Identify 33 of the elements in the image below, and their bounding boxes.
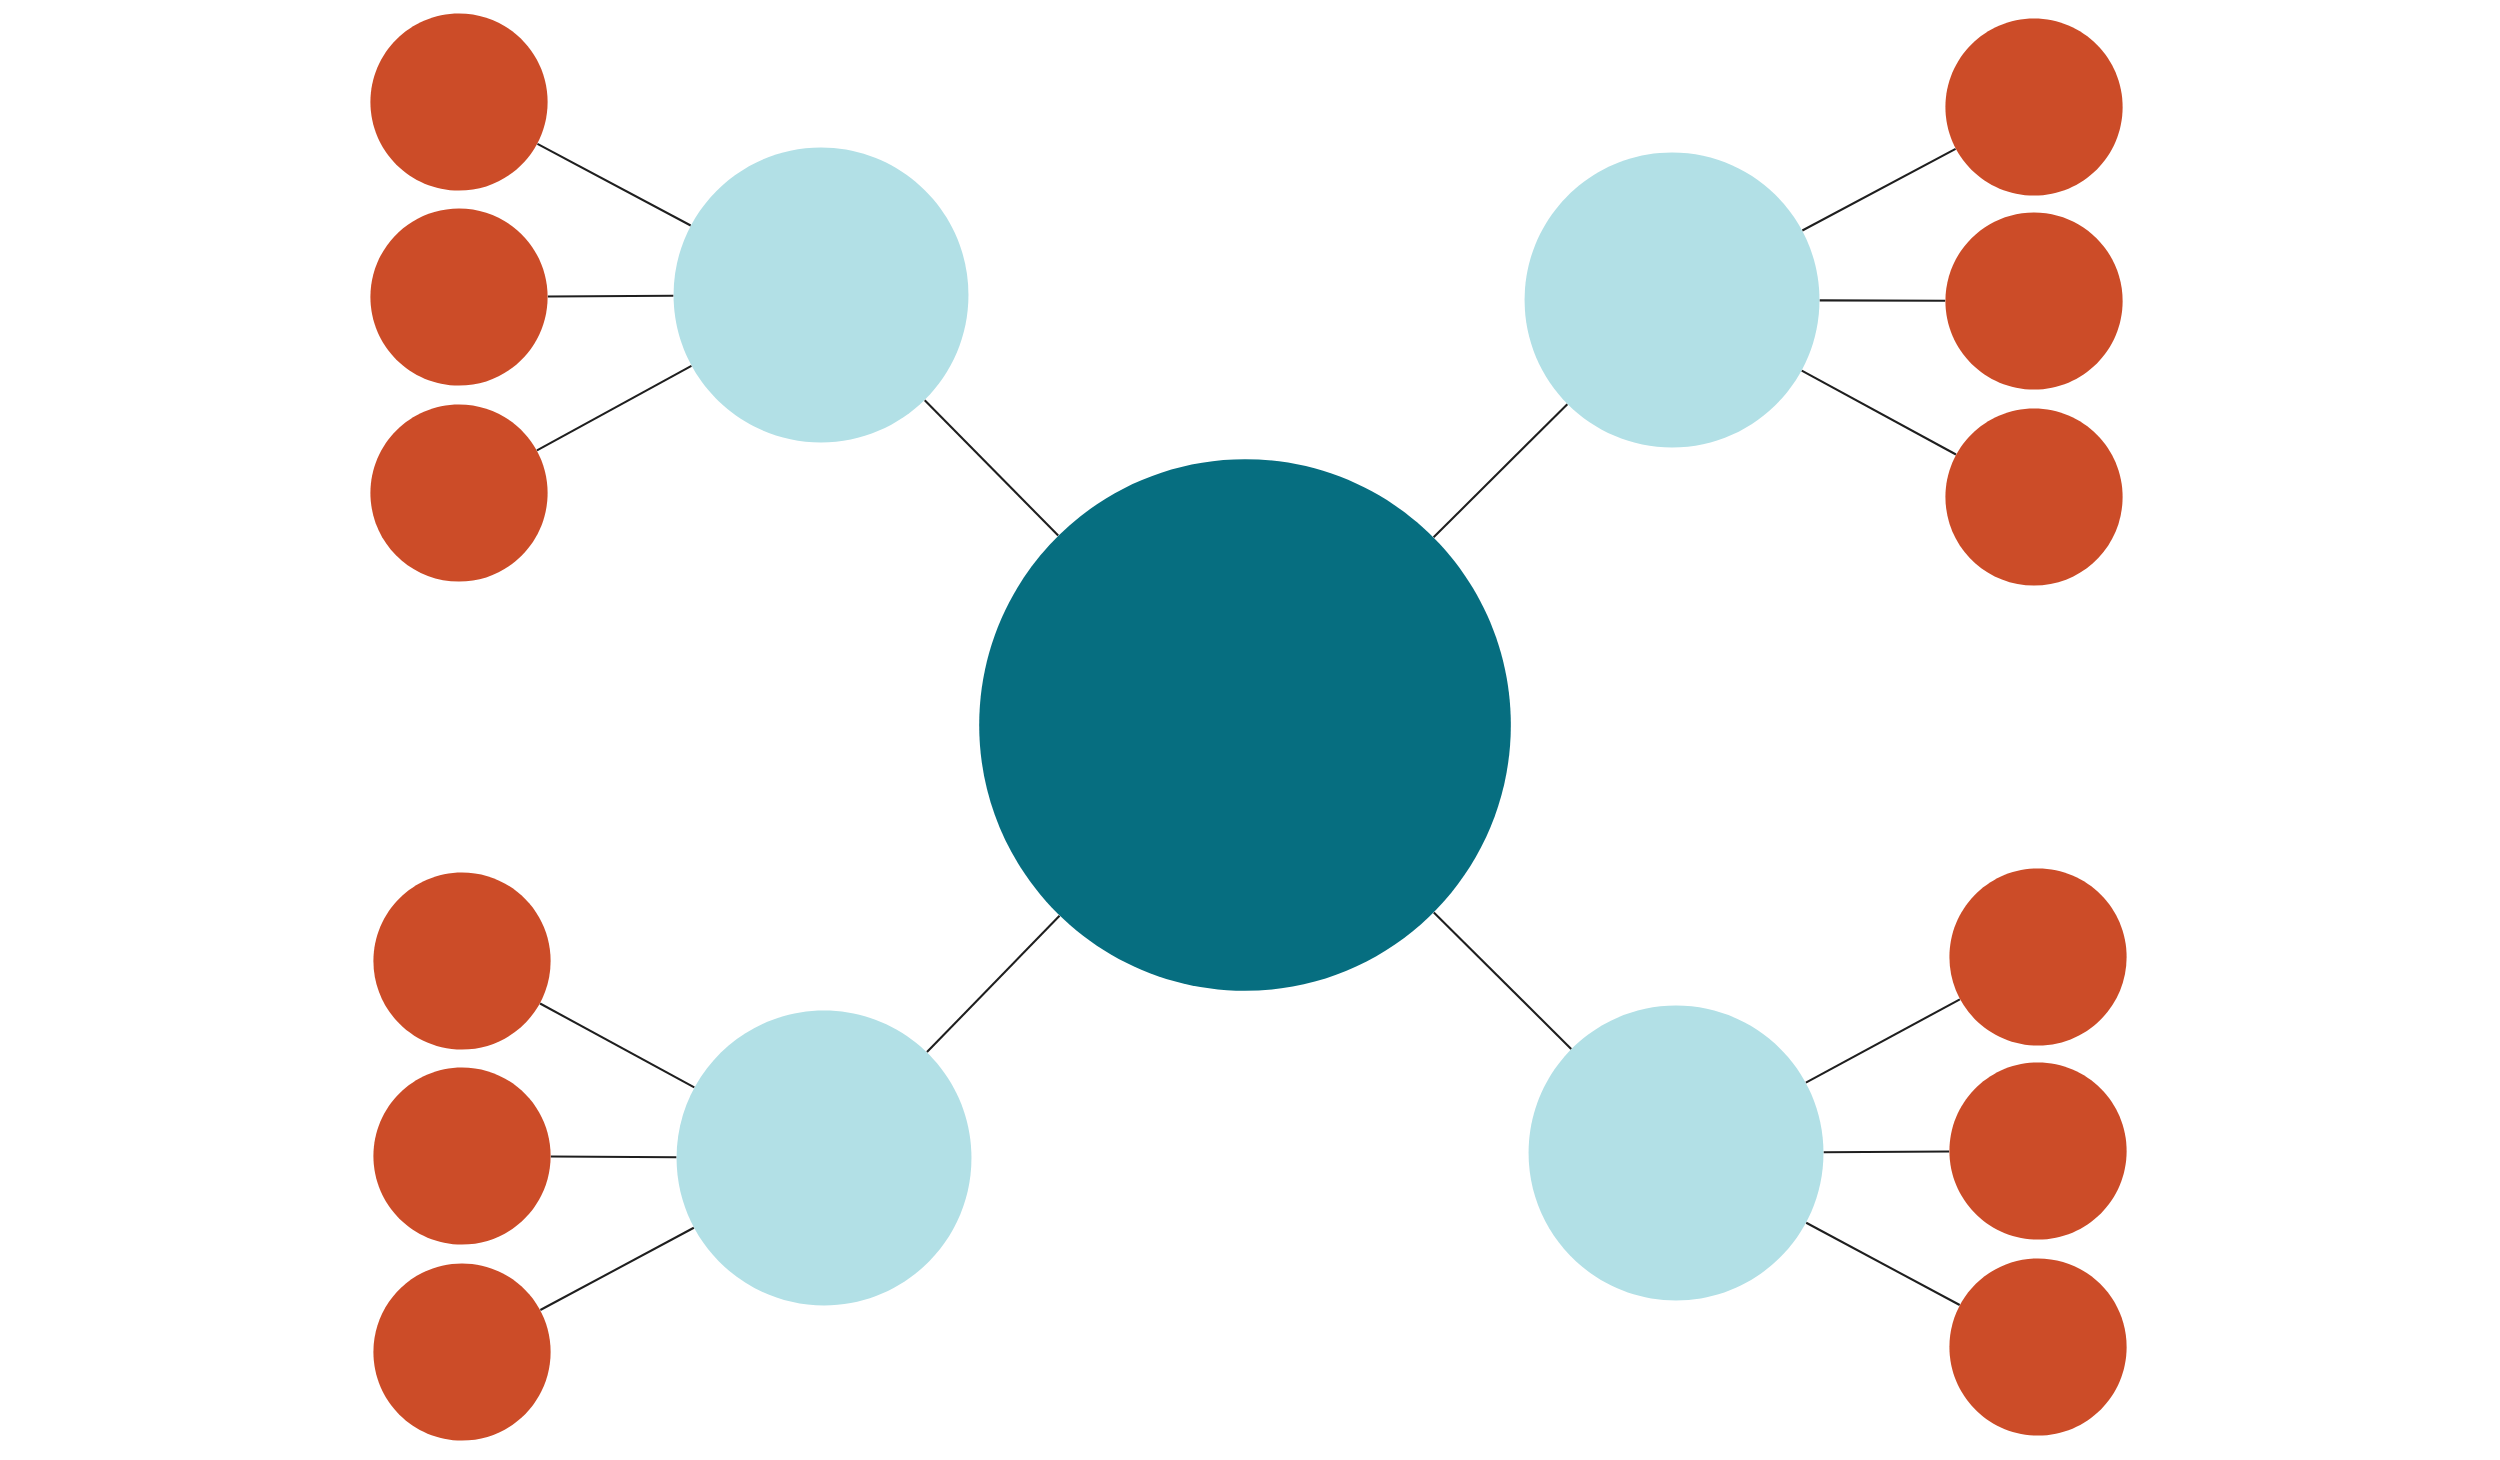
connector-line — [536, 142, 692, 227]
circle — [1528, 1005, 1824, 1301]
connector-line — [1823, 1150, 1950, 1154]
circle — [373, 1263, 551, 1441]
connector-line — [926, 915, 1061, 1053]
circle — [370, 208, 548, 386]
circle — [676, 1010, 972, 1306]
connector-line — [924, 399, 1059, 537]
circle — [1945, 408, 2123, 586]
connector-line — [539, 1002, 695, 1089]
circle — [370, 404, 548, 582]
circle — [1945, 18, 2123, 196]
circle — [1949, 1062, 2127, 1240]
connector-line — [1805, 998, 1961, 1084]
circle — [1949, 868, 2127, 1046]
connector-line — [539, 1226, 695, 1311]
circle — [673, 147, 969, 443]
connector-line — [1801, 369, 1957, 456]
connector-line — [536, 364, 692, 452]
connector-line — [1805, 1221, 1961, 1306]
connector-line — [550, 1155, 677, 1159]
connector-line — [1433, 911, 1572, 1050]
connector-line — [547, 294, 674, 298]
circle — [373, 872, 551, 1050]
circle — [1945, 212, 2123, 390]
circle — [1524, 152, 1820, 448]
connector-line — [1432, 403, 1569, 539]
connector-line — [1819, 299, 1946, 302]
circle — [1949, 1258, 2127, 1436]
connector-line — [1801, 147, 1957, 232]
circle — [370, 13, 548, 191]
circle — [373, 1067, 551, 1245]
circle — [979, 459, 1511, 991]
